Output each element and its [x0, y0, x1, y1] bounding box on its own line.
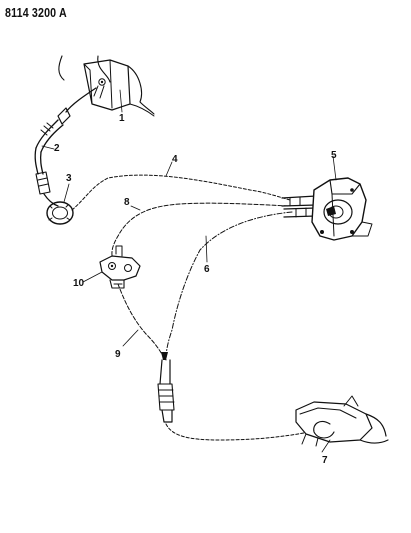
callout-4: 4 — [172, 154, 178, 165]
cable-4 — [71, 174, 291, 211]
callout-3: 3 — [66, 173, 72, 184]
callout-labels: 1 2 3 4 5 6 7 8 9 10 — [54, 113, 337, 466]
bracket-clip — [99, 245, 141, 289]
cable-lower-to-bracket — [165, 423, 321, 441]
cable-6 — [165, 211, 293, 361]
lower-cable-connector — [157, 352, 175, 423]
callout-2: 2 — [54, 143, 60, 154]
callout-8: 8 — [124, 197, 130, 208]
diagram-reference-code: 8114 3200 A — [5, 5, 67, 20]
body-panel-bracket — [58, 55, 155, 117]
lower-mount-bracket — [295, 395, 389, 447]
cable-lead-upper — [34, 87, 97, 207]
grommet-ring — [46, 201, 74, 225]
leader-lines — [41, 89, 337, 453]
cable-9 — [117, 283, 165, 359]
callout-5: 5 — [331, 150, 337, 161]
callout-7: 7 — [322, 455, 328, 466]
switch-actuator-assembly — [281, 177, 373, 241]
callout-1: 1 — [119, 113, 125, 124]
cable-8 — [111, 202, 289, 263]
callout-10: 10 — [73, 278, 85, 289]
callout-9: 9 — [115, 349, 121, 360]
callout-6: 6 — [204, 264, 210, 275]
